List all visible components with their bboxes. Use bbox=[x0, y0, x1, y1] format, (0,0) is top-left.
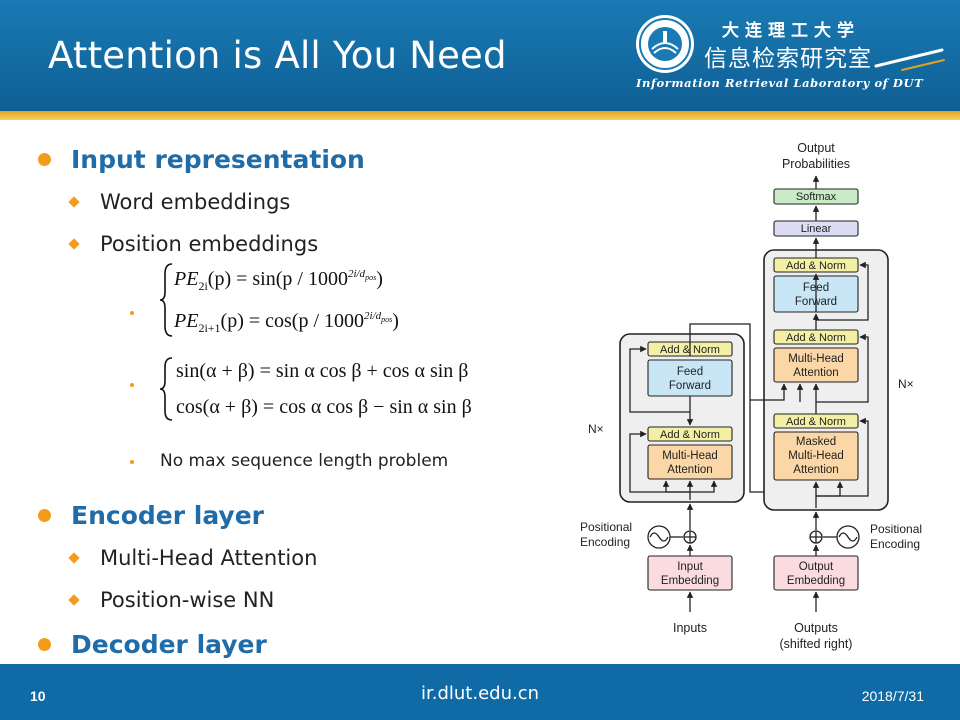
slide-header: Attention is All You Need 大连理工大学 信息检索研究室… bbox=[0, 0, 960, 113]
list-item: Position-wise NN bbox=[68, 588, 530, 616]
header-divider bbox=[0, 111, 960, 120]
university-seal-icon bbox=[636, 15, 694, 73]
list-item-text: Position embeddings bbox=[100, 232, 319, 256]
list-item-text: Multi-Head Attention bbox=[100, 546, 318, 570]
list-item-text: Word embeddings bbox=[100, 190, 291, 214]
list-item: Position embeddings bbox=[68, 232, 530, 260]
decoder-masked-attention bbox=[773, 431, 859, 481]
formula-pe-even-close: ) bbox=[376, 268, 383, 290]
logo-lab-name: 信息检索研究室 bbox=[704, 46, 872, 72]
list-item: No max sequence length problem bbox=[130, 451, 530, 475]
bullet-dot-icon bbox=[38, 153, 51, 166]
formula-pe-odd-close: ) bbox=[392, 310, 399, 332]
logo-lab-english-name: Information Retrieval Laboratory of DUT bbox=[636, 76, 924, 90]
left-brace-icon bbox=[159, 357, 173, 421]
formula-pe-even: PE2i(p) = sin(p / 10002i/dpos) bbox=[174, 268, 383, 294]
outputs-label: Outputs(shifted right) bbox=[780, 621, 853, 651]
section-decoder-layer: Decoder layer bbox=[38, 630, 538, 660]
bullet-small-dot-icon bbox=[130, 460, 134, 464]
decoder-add-norm-2-label: Add & Norm bbox=[786, 332, 846, 344]
formula-pe-even-body: (p) = sin(p / 1000 bbox=[207, 268, 348, 290]
formula-pe-odd-exp: 2i/d bbox=[364, 310, 382, 323]
softmax-label: Softmax bbox=[796, 191, 837, 203]
ir-logo-icon bbox=[874, 48, 945, 71]
encoder-multi-head-attention bbox=[647, 444, 733, 480]
list-item-text: Position-wise NN bbox=[100, 588, 275, 612]
decoder-add-norm-3-label: Add & Norm bbox=[786, 416, 846, 428]
list-item-text: No max sequence length problem bbox=[160, 451, 449, 471]
footer-date: 2018/7/31 bbox=[861, 688, 924, 704]
section-input-representation: Input representation bbox=[38, 145, 538, 175]
linear-label: Linear bbox=[801, 223, 832, 235]
page-number: 10 bbox=[30, 688, 46, 704]
formula-pe-even-lhs: PE bbox=[174, 268, 199, 290]
bullet-diamond-icon bbox=[68, 552, 80, 564]
decoder-nx-label: N× bbox=[898, 377, 914, 391]
logo-university-name: 大连理工大学 bbox=[722, 21, 860, 41]
bullet-dot-icon bbox=[38, 509, 51, 522]
formula-pe-even-sub: 2i bbox=[198, 279, 208, 293]
formula-sin-sum: sin(α + β) = sin α cos β + cos α sin β bbox=[176, 360, 469, 382]
formula-pe-even-exp-sub: pos bbox=[365, 273, 377, 283]
encoder-add-norm-bottom-label: Add & Norm bbox=[660, 429, 720, 441]
encoder-add-norm-bottom bbox=[647, 426, 733, 442]
bullet-diamond-icon bbox=[68, 594, 80, 606]
bullet-diamond-icon bbox=[68, 196, 80, 208]
formula-pe-odd-exp-sub: pos bbox=[381, 315, 393, 325]
decoder-add-norm-1-label: Add & Norm bbox=[786, 260, 846, 272]
encoder-nx-label: N× bbox=[588, 422, 604, 436]
formula-bullet bbox=[130, 374, 150, 398]
page-title: Attention is All You Need bbox=[48, 34, 507, 77]
footer-site-url: ir.dlut.edu.cn bbox=[420, 683, 540, 704]
inputs-label: Inputs bbox=[673, 621, 707, 635]
formula-pe-odd: PE2i+1(p) = cos(p / 10002i/dpos) bbox=[174, 310, 399, 336]
left-brace-icon bbox=[159, 263, 173, 337]
formula-pe-even-exp: 2i/d bbox=[347, 268, 366, 281]
bullet-diamond-icon bbox=[68, 238, 80, 250]
list-item: Word embeddings bbox=[68, 190, 530, 218]
slide-footer: 10 ir.dlut.edu.cn 2018/7/31 bbox=[0, 664, 960, 720]
list-item: Multi-Head Attention bbox=[68, 546, 530, 574]
section-heading: Input representation bbox=[71, 145, 365, 174]
bullet-small-dot-icon bbox=[130, 311, 134, 315]
bullet-dot-icon bbox=[38, 638, 51, 651]
formula-pe-odd-body: (p) = cos(p / 1000 bbox=[220, 310, 365, 332]
section-encoder-layer: Encoder layer bbox=[38, 501, 538, 531]
formula-pe-odd-sub: 2i+1 bbox=[198, 321, 221, 335]
formula-pe-odd-lhs: PE bbox=[174, 310, 199, 332]
formula-cos-sum: cos(α + β) = cos α cos β − sin α sin β bbox=[176, 396, 472, 418]
section-heading: Decoder layer bbox=[71, 630, 267, 659]
section-heading: Encoder layer bbox=[71, 501, 265, 530]
decoder-multi-head-attention bbox=[773, 347, 859, 383]
formula-bullet bbox=[130, 302, 150, 326]
bullet-small-dot-icon bbox=[130, 383, 134, 387]
